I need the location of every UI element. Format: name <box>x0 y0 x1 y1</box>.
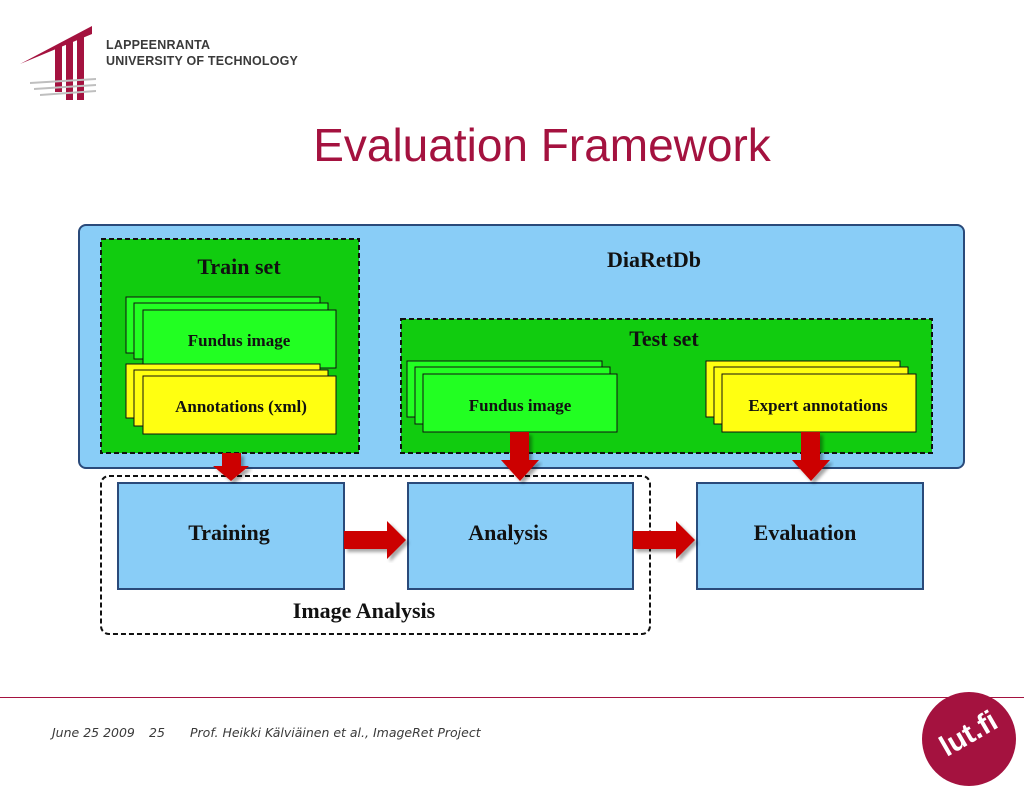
evaluation-label: Evaluation <box>754 520 857 545</box>
image-analysis-label: Image Analysis <box>293 598 436 623</box>
train-fundus-label: Fundus image <box>188 331 291 350</box>
diaretdb-label: DiaRetDb <box>607 247 701 272</box>
footer-date: June 25 2009 <box>52 725 135 740</box>
footer-credit: Prof. Heikki Kälviäinen et al., ImageRet… <box>190 725 481 740</box>
training-label: Training <box>188 520 270 545</box>
train-annotations-card <box>142 375 337 435</box>
training-box <box>117 482 345 590</box>
test-fundus-card <box>422 373 618 433</box>
test-fundus-label: Fundus image <box>469 396 572 415</box>
footer-page-number: 25 <box>149 725 165 740</box>
analysis-box <box>407 482 634 590</box>
university-logo-mark <box>20 26 96 100</box>
lut-fi-badge-text: lut.fi <box>934 704 1004 764</box>
train-set-title: Train set <box>197 254 281 279</box>
evaluation-framework-diagram: DiaRetDb Train set Fundus image Annotati… <box>78 224 965 635</box>
train-fundus-card <box>142 309 337 369</box>
lut-fi-badge: lut.fi <box>922 692 1016 786</box>
image-analysis-group <box>100 475 651 635</box>
slide-title: Evaluation Framework <box>313 119 771 171</box>
analysis-label: Analysis <box>468 520 548 545</box>
train-annotations-label: Annotations (xml) <box>175 397 307 416</box>
logo-text-line2: UNIVERSITY OF TECHNOLOGY <box>106 54 299 68</box>
evaluation-box <box>696 482 924 590</box>
expert-annotations-label: Expert annotations <box>748 396 888 415</box>
logo-text-line1: LAPPEENRANTA <box>106 38 211 52</box>
arrow-training-to-analysis <box>344 521 406 559</box>
arrow-train-to-training <box>213 453 249 481</box>
arrow-expert-to-evaluation <box>792 432 830 481</box>
expert-annotations-card <box>721 373 917 433</box>
footer-divider <box>0 697 1024 698</box>
test-set-title: Test set <box>629 326 699 351</box>
arrow-analysis-to-evaluation <box>633 521 695 559</box>
arrow-test-fundus-to-analysis <box>501 432 539 481</box>
